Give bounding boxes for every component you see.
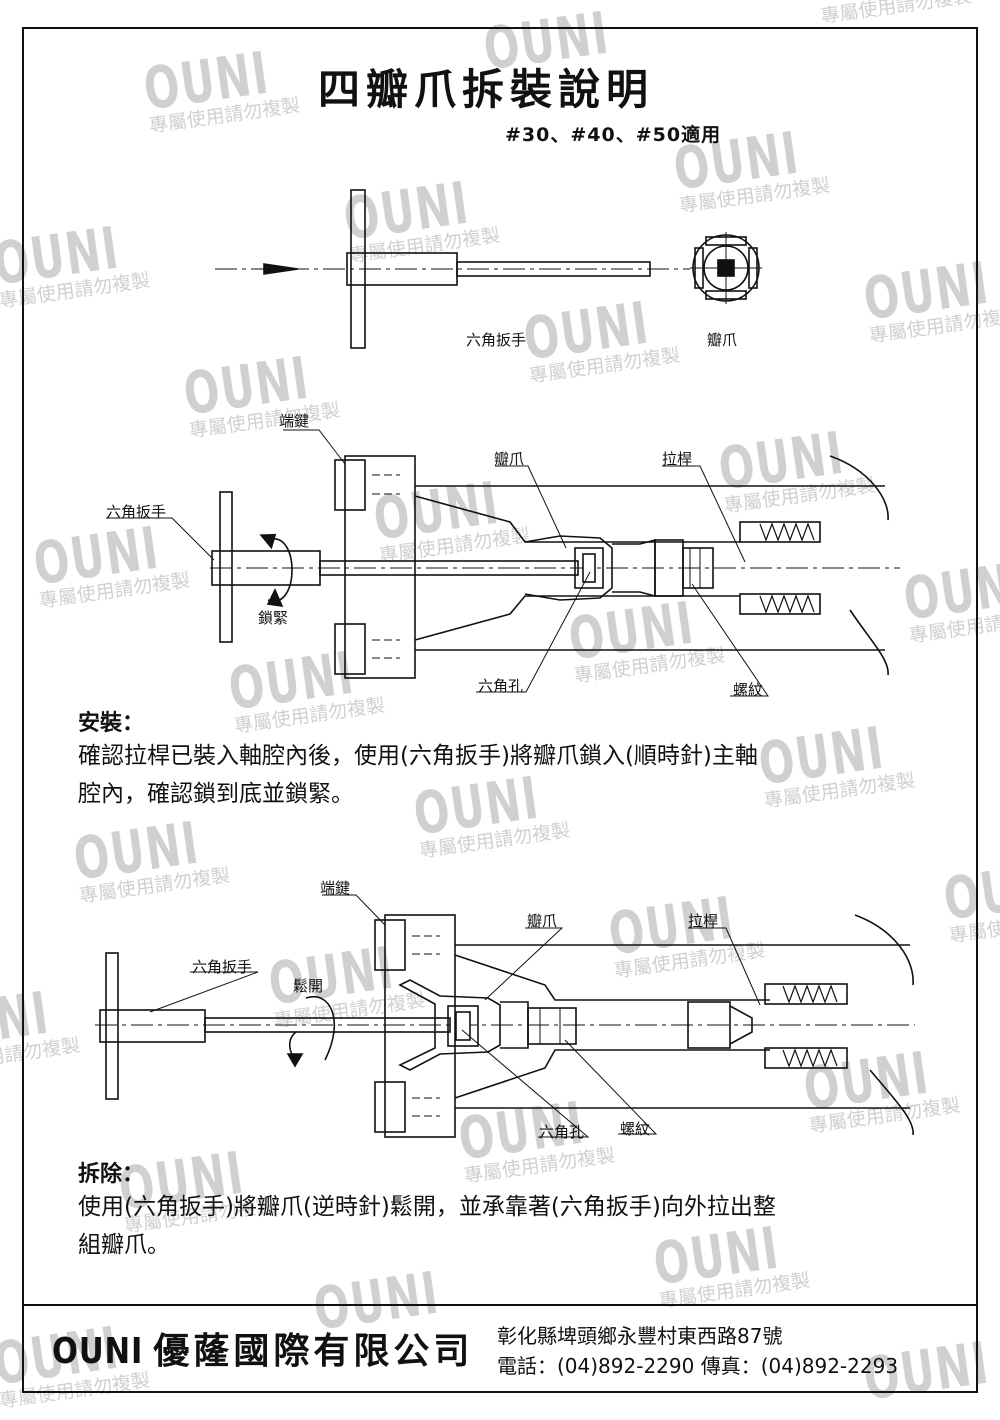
remove-drawing <box>95 894 915 1138</box>
label-hex-wrench: 六角扳手 <box>106 503 167 521</box>
company-contact: 彰化縣埤頭鄉永豐村東西路87號 電話：(04)892-2290 傳真：(04)8… <box>497 1321 898 1381</box>
label-end-key: 端鍵 <box>320 879 351 897</box>
install-text-line: 腔內，確認鎖到底並鎖緊。 <box>78 781 354 807</box>
install-text: 確認拉桿已裝入軸腔內後，使用(六角扳手)將瓣爪鎖入(順時針)主軸 腔內，確認鎖到… <box>78 737 938 813</box>
label-hex-hole: 六角孔 <box>539 1123 585 1141</box>
install-text-line: 確認拉桿已裝入軸腔內後，使用(六角扳手)將瓣爪鎖入(順時針)主軸 <box>78 743 758 769</box>
label-loosen: 鬆開 <box>293 977 324 995</box>
label-drawbar: 拉桿 <box>662 450 693 468</box>
remove-heading: 拆除： <box>78 1162 145 1187</box>
footer-divider <box>22 1304 978 1306</box>
label-lock: 鎖緊 <box>258 609 289 627</box>
label-drawbar: 拉桿 <box>688 912 719 930</box>
company-name: 優蕯國際有限公司 <box>153 1331 474 1372</box>
page-title: 四瓣爪拆裝說明 <box>318 65 655 114</box>
company-phone: 電話：(04)892-2290 傳真：(04)892-2293 <box>497 1354 899 1378</box>
page-subtitle: #30、#40、#50適用 <box>505 124 722 146</box>
label-thread: 螺紋 <box>733 681 764 699</box>
label-collet: 瓣爪 <box>527 912 558 930</box>
top-wrench-drawing <box>215 189 690 349</box>
install-drawing <box>106 429 900 697</box>
label-thread: 螺紋 <box>620 1120 651 1138</box>
remove-text-line: 使用(六角扳手)將瓣爪(逆時針)鬆開，並承靠著(六角扳手)向外拉出整 <box>78 1194 776 1220</box>
remove-text: 使用(六角扳手)將瓣爪(逆時針)鬆開，並承靠著(六角扳手)向外拉出整 組瓣爪。 <box>78 1188 938 1264</box>
remove-text-line: 組瓣爪。 <box>78 1232 170 1258</box>
company-address: 彰化縣埤頭鄉永豐村東西路87號 <box>497 1324 783 1348</box>
label-hex-wrench: 六角扳手 <box>466 331 527 349</box>
label-collet: 瓣爪 <box>707 331 738 349</box>
label-hex-wrench: 六角扳手 <box>192 958 253 976</box>
install-heading: 安裝： <box>78 711 145 736</box>
brand-logo: OUNI <box>52 1331 144 1372</box>
label-hex-hole: 六角孔 <box>478 677 524 695</box>
page-frame <box>22 27 978 1393</box>
label-collet: 瓣爪 <box>494 450 525 468</box>
top-collet-drawing <box>690 232 762 304</box>
label-end-key: 端鍵 <box>279 412 310 430</box>
